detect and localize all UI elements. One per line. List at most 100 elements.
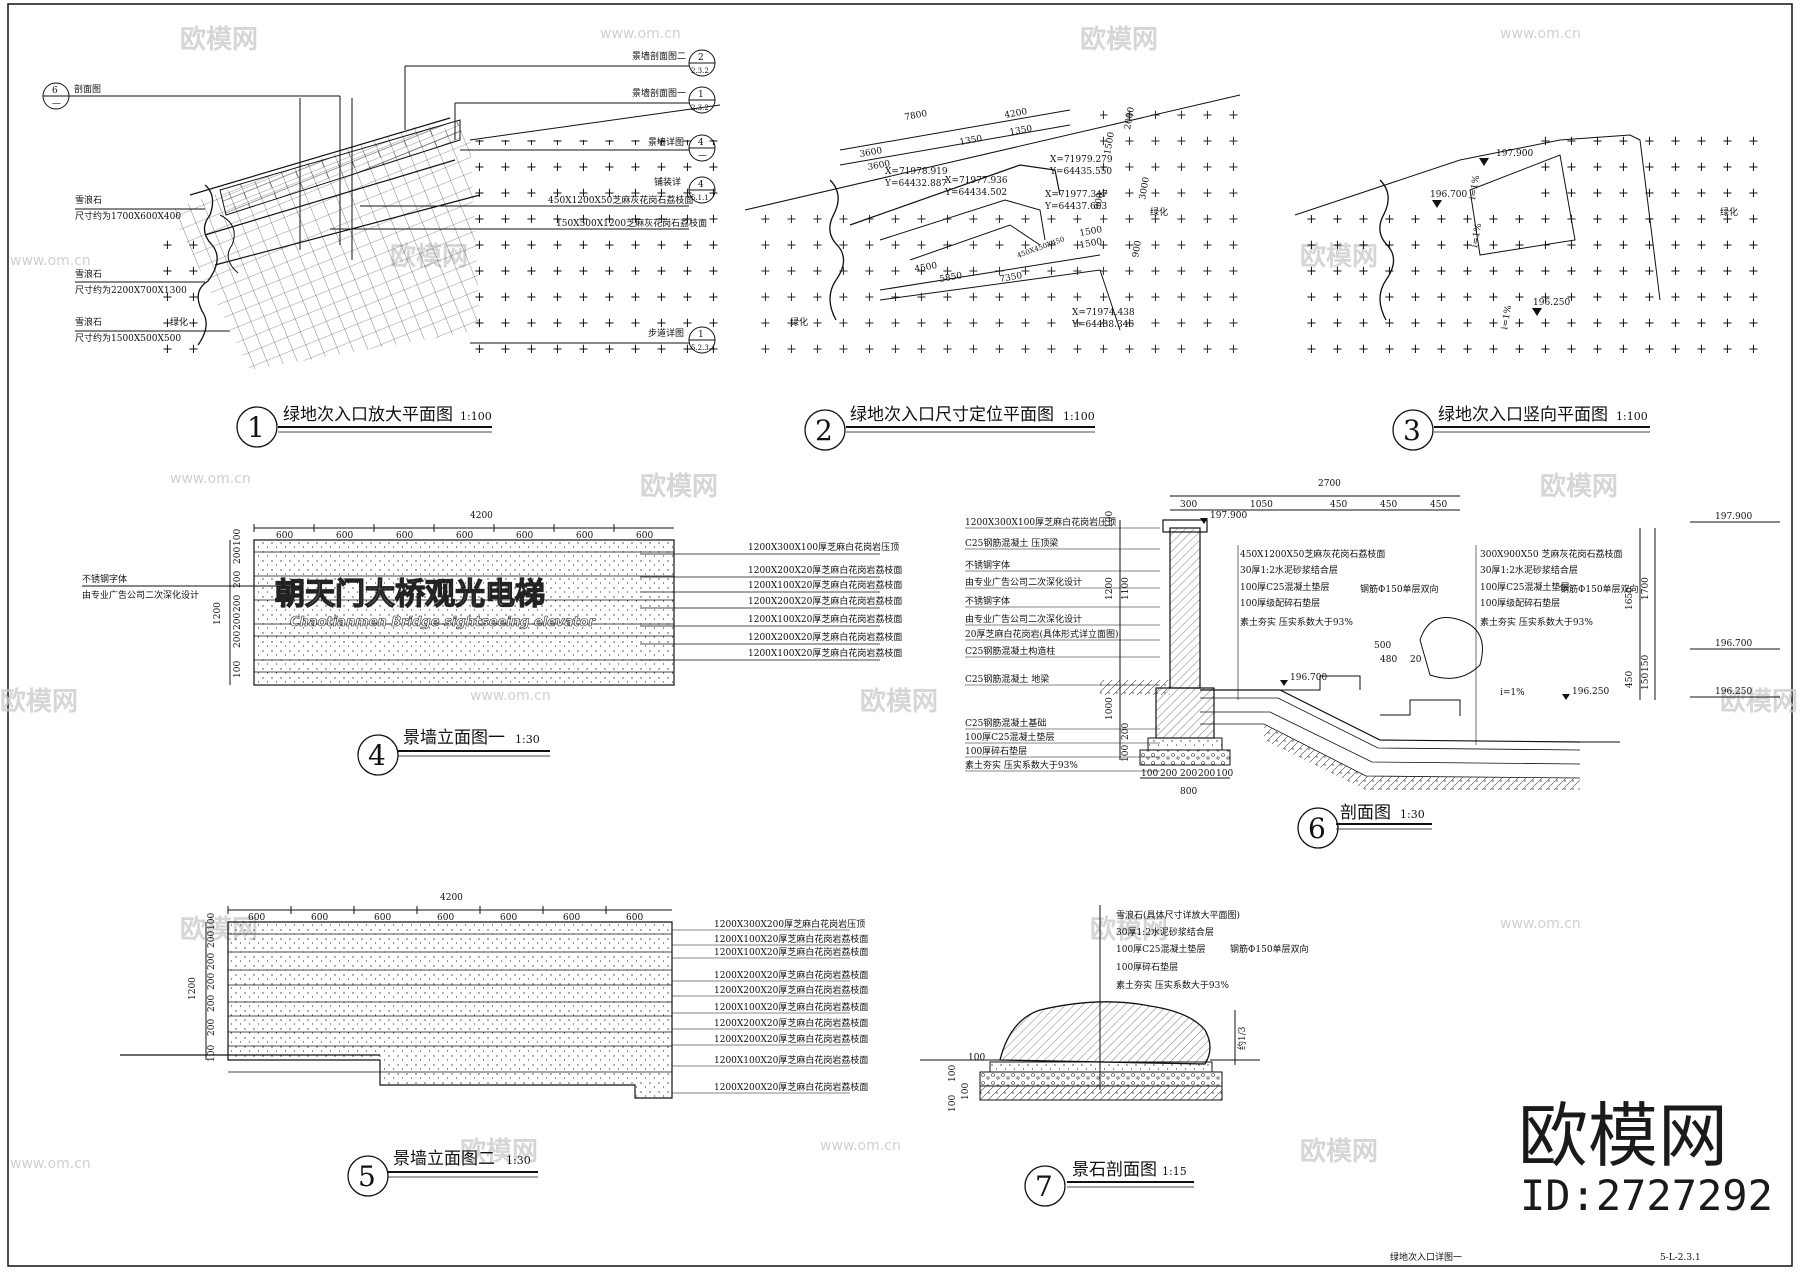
ref-4b: 45.1.1 [688, 176, 716, 204]
material-note: 1200X200X20厚芝麻白花岗岩荔枝面 [714, 1017, 868, 1029]
svg-text:1200: 1200 [213, 602, 223, 625]
svg-text:4200: 4200 [1004, 107, 1029, 121]
svg-text:1: 1 [247, 411, 265, 444]
label-path-detail: 步道详图 [648, 327, 684, 339]
svg-text:2: 2 [698, 53, 704, 63]
brand-id: ID:2727292 [1520, 1171, 1773, 1220]
svg-text:450: 450 [1430, 500, 1447, 510]
title-drawing-7: 7 景石剖面图 1:15 [1024, 1160, 1194, 1207]
section-note: 素土夯实 压实系数大于93% [965, 759, 1078, 771]
svg-text:100: 100 [1121, 745, 1131, 762]
dim-label: 600 [437, 913, 454, 923]
label-wall-detail: 景墙详图 [648, 136, 684, 148]
section-note: 雪浪石(具体尺寸详放大平面图) [1116, 909, 1240, 921]
svg-text:2700: 2700 [1318, 479, 1341, 489]
svg-text:200: 200 [1121, 723, 1131, 740]
svg-text:5.2.3: 5.2.3 [691, 344, 709, 352]
svg-text:1:100: 1:100 [460, 410, 492, 423]
dim-label: 200 [233, 571, 243, 588]
svg-text:100: 100 [1105, 511, 1115, 528]
svg-text:7: 7 [1035, 1170, 1053, 1203]
section-note: 300X900X50 芝麻灰花岗石荔枝面 [1480, 548, 1623, 560]
label-paving-detail: 铺装详 [654, 176, 681, 188]
svg-text:100: 100 [961, 1083, 971, 1100]
svg-text:5850: 5850 [939, 271, 964, 285]
svg-text:197.900: 197.900 [1496, 149, 1533, 159]
dim-label: 200 [207, 973, 217, 990]
dim-label: 600 [500, 913, 517, 923]
svg-text:Y=64438.346: Y=64438.346 [1071, 320, 1134, 330]
svg-text:景墙立面图一: 景墙立面图一 [403, 728, 505, 748]
plan-3-grading: 197.900 196.700 196.250 i=1% i=1% i=1% 绿… [1294, 120, 1775, 370]
section-note: 素土夯实 压实系数大于93% [1240, 616, 1353, 628]
label-rock3: 雪浪石 [75, 316, 102, 328]
svg-text:2000: 2000 [1123, 106, 1137, 131]
material-note: 1200X200X20厚芝麻白花岗岩荔枝面 [748, 564, 902, 576]
dim-label: 100 [233, 661, 243, 678]
section-note: 不锈钢字体 [965, 559, 1010, 571]
svg-text:1:30: 1:30 [506, 1154, 531, 1167]
svg-text:4500: 4500 [914, 261, 939, 275]
material-note: 1200X100X20厚芝麻白花岗岩荔枝面 [714, 1054, 868, 1066]
material-note: 1200X200X20厚芝麻白花岗岩荔枝面 [748, 631, 902, 643]
svg-text:1000: 1000 [1105, 697, 1115, 720]
section-6: 2700 300 1050 450 450 450 197.900 196.70… [965, 479, 1780, 797]
svg-text:景石剖面图: 景石剖面图 [1072, 1160, 1157, 1180]
label-stone2: 150X500X1200芝麻灰花岗石荔枝面 [556, 217, 707, 229]
svg-text:1200: 1200 [188, 977, 198, 1000]
material-note: 1200X100X20厚芝麻白花岗岩荔枝面 [748, 579, 902, 591]
section-note: 100厚碎石垫层 [965, 745, 1027, 757]
svg-text:7800: 7800 [904, 109, 929, 123]
watermark-text: 欧模网 [860, 686, 938, 717]
sheet-border [7, 3, 1793, 1267]
section-note: 30厚1:2水泥砂浆结合层 [1240, 564, 1338, 576]
svg-text:4: 4 [368, 739, 386, 772]
label-section6: 剖面图 [74, 83, 101, 95]
watermark-url: www.om.cn [820, 1138, 901, 1154]
material-note: 1200X100X20厚芝麻白花岗岩荔枝面 [714, 1001, 868, 1013]
rock-outline [829, 179, 845, 321]
dim-label: 600 [276, 531, 293, 541]
green-area [470, 140, 720, 370]
section-note: 100厚C25混凝土垫层 [1116, 943, 1206, 955]
watermark-text: 欧模网 [180, 24, 258, 55]
label-rock1: 雪浪石 [75, 194, 102, 206]
section-note: 100厚级配碎石垫层 [1480, 597, 1560, 609]
svg-text:6: 6 [1308, 812, 1326, 845]
watermark-url: www.om.cn [10, 253, 91, 269]
svg-text:7350: 7350 [999, 271, 1024, 285]
svg-text:X=71977.347: X=71977.347 [1045, 190, 1108, 200]
dim-label: 100 [207, 1045, 217, 1062]
svg-text:i=1%: i=1% [1500, 688, 1525, 698]
svg-text:1:100: 1:100 [1063, 410, 1095, 423]
svg-text:2.3.2: 2.3.2 [691, 104, 709, 112]
svg-text:3000: 3000 [1138, 176, 1152, 201]
watermark-text: 欧模网 [640, 471, 718, 502]
svg-text:不锈钢字体: 不锈钢字体 [82, 573, 127, 585]
svg-text:450: 450 [1625, 671, 1635, 688]
svg-text:—: — [698, 151, 707, 161]
svg-text:1:30: 1:30 [515, 733, 540, 746]
section-note: 100厚C25混凝土垫层 [1240, 581, 1330, 593]
svg-text:1500: 1500 [1079, 225, 1104, 239]
svg-text:196.250: 196.250 [1715, 687, 1752, 697]
svg-text:500: 500 [1374, 641, 1391, 651]
svg-text:300: 300 [1180, 500, 1197, 510]
material-note: 1200X200X20厚芝麻白花岗岩荔枝面 [714, 1033, 868, 1045]
section-note: 100厚碎石垫层 [1116, 961, 1178, 973]
section-note: 20厚芝麻白花岗岩(具体形式详立面图) [965, 628, 1118, 640]
material-note: 1200X200X20厚芝麻白花岗岩荔枝面 [714, 1081, 868, 1093]
watermark-text: 欧模网 [460, 1136, 538, 1167]
svg-text:450: 450 [1330, 500, 1347, 510]
section-note: C25钢筋混凝土 地梁 [965, 673, 1049, 685]
svg-text:197.900: 197.900 [1210, 511, 1247, 521]
label-rock2-size: 尺寸约为2200X700X1300 [75, 284, 187, 296]
svg-text:剖面图: 剖面图 [1340, 803, 1391, 823]
svg-text:1650: 1650 [1625, 587, 1635, 610]
watermark-text: 欧模网 [1080, 24, 1158, 55]
material-note: 1200X100X20厚芝麻白花岗岩荔枝面 [748, 647, 902, 659]
section-note: C25钢筋混凝土 压顶梁 [965, 537, 1058, 549]
svg-text:200: 200 [1180, 769, 1197, 779]
svg-text:绿化: 绿化 [1150, 206, 1168, 218]
label-stone1: 450X1200X50芝麻灰花岗石荔枝面 [548, 194, 693, 206]
